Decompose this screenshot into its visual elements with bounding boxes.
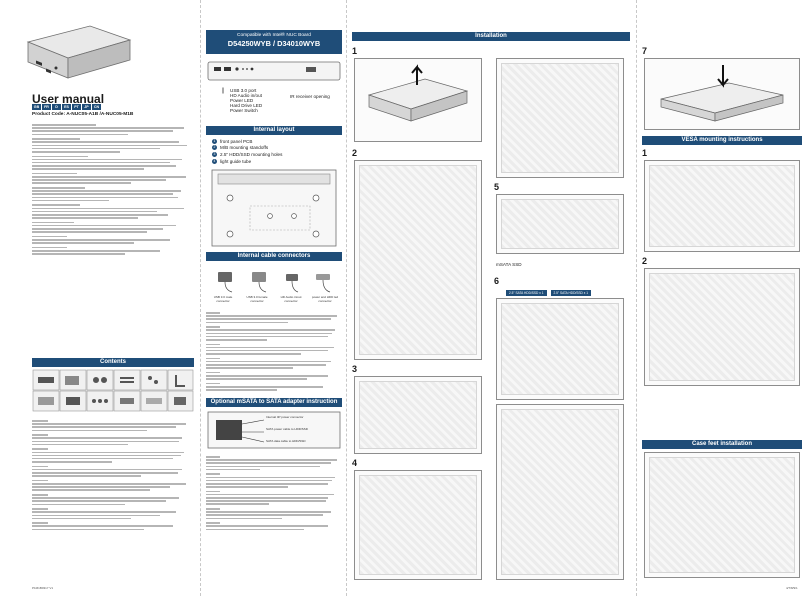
step-number: 7 [642, 46, 648, 56]
msata-adapter-drawing [207, 411, 341, 449]
lang-tag: PT [72, 104, 81, 110]
step-number: 4 [352, 458, 358, 468]
step-6-illustration [496, 298, 624, 400]
internal-layout-drawing [211, 169, 337, 247]
vesa-header: VESA mounting instructions [642, 136, 802, 145]
contents-text-block [32, 420, 192, 532]
port-label-power-led: Power LED [230, 98, 254, 103]
cable-connectors-drawing [218, 272, 331, 293]
case-feet-illustration [644, 452, 800, 578]
vesa-step-2-illustration [644, 268, 800, 386]
sata-label: 2.5" SATA HDD/SSD x 1 [506, 290, 547, 296]
internal-layout-header: Internal layout [206, 126, 342, 135]
step-5-illustration [496, 194, 624, 254]
cable-text-block [206, 312, 342, 392]
step-number: 6 [494, 276, 500, 286]
cable-connectors-header: Internal cable connectors [206, 252, 342, 261]
compat-line-2: D54250WYB / D34010WYB [227, 39, 321, 48]
step-1b-illustration [496, 58, 624, 178]
lang-tag: CN [92, 104, 101, 110]
case-feet-header: Case feet installation [642, 440, 802, 449]
lang-tag: JP [82, 104, 91, 110]
panel-cover: User manual GB FR D ES PT JP CN Product … [0, 0, 200, 596]
msata-header: Optional mSATA to SATA adapter instructi… [206, 398, 342, 407]
vesa-step-1-illustration [644, 160, 800, 252]
lang-tag: GB [32, 104, 41, 110]
step-3-illustration [354, 376, 482, 454]
lang-tag: FR [42, 104, 51, 110]
port-label-usb: USB 3.0 port [230, 88, 257, 93]
step-2-illustration [354, 160, 482, 360]
ir-receiver-label: IR receiver opening [290, 94, 330, 99]
cable-label-power-led: power and HDD led connector [311, 295, 339, 303]
manual-title: User manual [32, 92, 105, 106]
step-number: 2 [642, 256, 648, 266]
step-7-illustration [644, 58, 800, 130]
msata-ssd-label: mSATA SSD [496, 262, 522, 267]
port-label-hdd-led: Hard Drive LED [230, 103, 263, 108]
sata-label-row: 2.5" SATA HDD/SSD x 1 2.5" SATA HDD/SSD … [506, 290, 591, 296]
step-number: 2 [352, 148, 358, 158]
msata-label-power-cable: SATA power cable to HDD/SSD [266, 427, 308, 431]
port-leader [222, 87, 224, 94]
number-badge: 4 [212, 158, 217, 164]
compatibility-banner: Compatible with Intel® NUC Board D54250W… [206, 30, 342, 54]
step-6b-illustration [496, 404, 624, 580]
product-code: Product Code: A-NUC05-A1B /A-NUC05-M1B [32, 112, 134, 117]
port-label-power-switch: Power Switch [230, 108, 258, 113]
fold-line [200, 0, 201, 596]
sata-label: 2.5" SATA HDD/SSD x 1 [550, 290, 591, 296]
msata-label-data-cable: SATA data cable to HDD/SSD [266, 439, 306, 443]
number-badge: 3 [212, 151, 217, 157]
footer-left-code: P1M1B0317 V1 [32, 586, 54, 590]
fold-line [346, 0, 347, 596]
step-number: 1 [642, 148, 648, 158]
lang-tag: D [52, 104, 61, 110]
product-illustration [26, 25, 132, 79]
compat-line-1: Compatible with Intel® NUC Board [237, 33, 311, 38]
installation-header: Installation [352, 32, 630, 41]
front-panel-drawing [207, 61, 341, 81]
panel-installation: Installation 1 2 3 4 5 mSATA SSD 6 2.5" … [346, 0, 636, 596]
footer-right-code: 4/7/8/9/1 [786, 586, 798, 590]
warning-text-block [32, 124, 192, 256]
language-tags: GB FR D ES PT JP CN [32, 104, 102, 110]
panel-features: Compatible with Intel® NUC Board D54250W… [200, 0, 346, 596]
step-number: 5 [494, 182, 500, 192]
panel-mounting: 7 VESA mounting instructions 1 2 Case fe… [636, 0, 808, 596]
cable-label-usb-male: USB 3.0 male connector [213, 295, 233, 303]
step-number: 1 [352, 46, 358, 56]
cable-label-usb-female: USB 3.0 female connector [246, 295, 268, 303]
lang-tag: ES [62, 104, 71, 110]
step-4-illustration [354, 470, 482, 580]
port-labels: USB 3.0 port HD Audio in/out Power LED H… [230, 88, 262, 113]
msata-label-power: Internal 4P power connector [266, 415, 304, 419]
step-number: 3 [352, 364, 358, 374]
number-badge: 1 [212, 138, 217, 144]
step-1-illustration [354, 58, 482, 142]
port-label-audio: HD Audio in/out [230, 93, 262, 98]
cable-label-audio: HD Audio in/out connector [280, 295, 302, 303]
number-badge: 2 [212, 145, 217, 151]
msata-text-block [206, 456, 342, 532]
contents-parts-grid [32, 369, 194, 412]
contents-header: Contents [32, 358, 194, 367]
fold-line [636, 0, 637, 596]
